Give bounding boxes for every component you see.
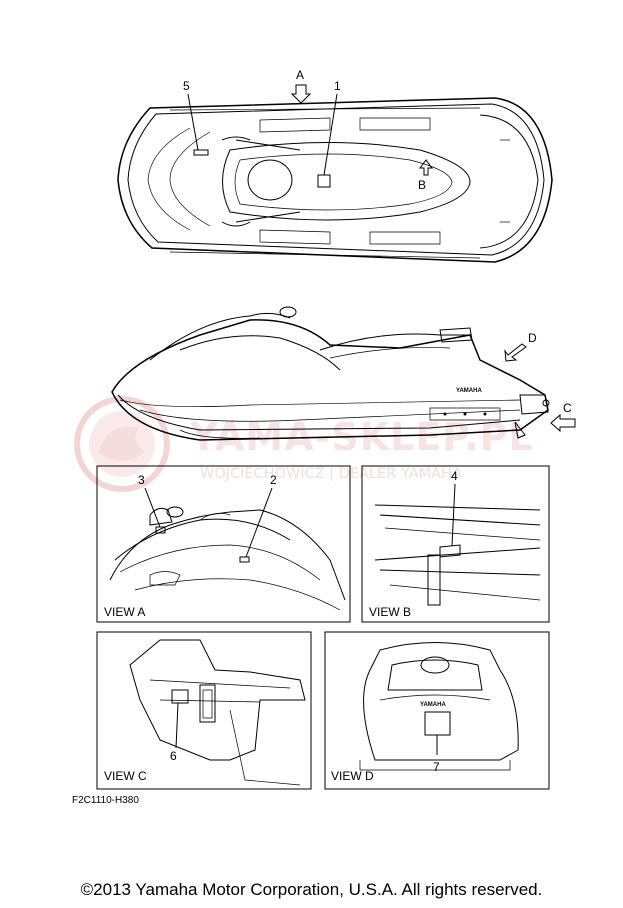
svg-text:7: 7 xyxy=(433,760,440,774)
callout-6: 6 xyxy=(170,702,179,763)
view-b-label: VIEW B xyxy=(369,605,411,619)
view-a-panel xyxy=(96,465,351,623)
watermark-subtitle: WOJCIECHOWICZ | DEALER YAMAHA xyxy=(200,466,462,482)
svg-text:A: A xyxy=(296,68,304,82)
part-code: F2C1110-H380 xyxy=(72,795,139,806)
svg-text:4: 4 xyxy=(451,469,458,483)
view-c-panel xyxy=(96,631,312,790)
side-view-craft xyxy=(111,306,550,441)
svg-text:D: D xyxy=(528,331,537,345)
watermark-logo-icon xyxy=(74,396,170,492)
callout-3: 3 xyxy=(138,473,161,528)
view-b-panel xyxy=(361,465,550,623)
view-d-panel xyxy=(324,631,550,790)
side-hull-brand: YAMAHA xyxy=(456,388,482,394)
callout-7: 7 xyxy=(433,735,440,774)
arrow-c: C xyxy=(550,401,576,433)
arrow-b: B xyxy=(418,159,433,192)
svg-text:2: 2 xyxy=(270,473,277,487)
view-d-label: VIEW D xyxy=(331,769,374,783)
callout-4: 4 xyxy=(451,469,458,547)
view-d-stern-brand: YAMAHA xyxy=(420,702,446,708)
view-a-label: VIEW A xyxy=(104,605,145,619)
svg-text:1: 1 xyxy=(334,79,341,93)
svg-text:C: C xyxy=(563,401,572,415)
arrow-d: D xyxy=(504,331,537,362)
callout-5: 5 xyxy=(183,79,199,151)
copyright-notice: ©2013 Yamaha Motor Corporation, U.S.A. A… xyxy=(80,880,543,899)
svg-text:5: 5 xyxy=(183,79,190,93)
arrow-a: A xyxy=(290,68,312,104)
callout-1: 1 xyxy=(323,79,341,176)
view-c-label: VIEW C xyxy=(104,769,147,783)
svg-text:6: 6 xyxy=(170,749,177,763)
callout-2: 2 xyxy=(245,473,277,558)
svg-text:3: 3 xyxy=(138,473,145,487)
svg-text:B: B xyxy=(418,178,426,192)
top-view-craft xyxy=(117,97,553,263)
